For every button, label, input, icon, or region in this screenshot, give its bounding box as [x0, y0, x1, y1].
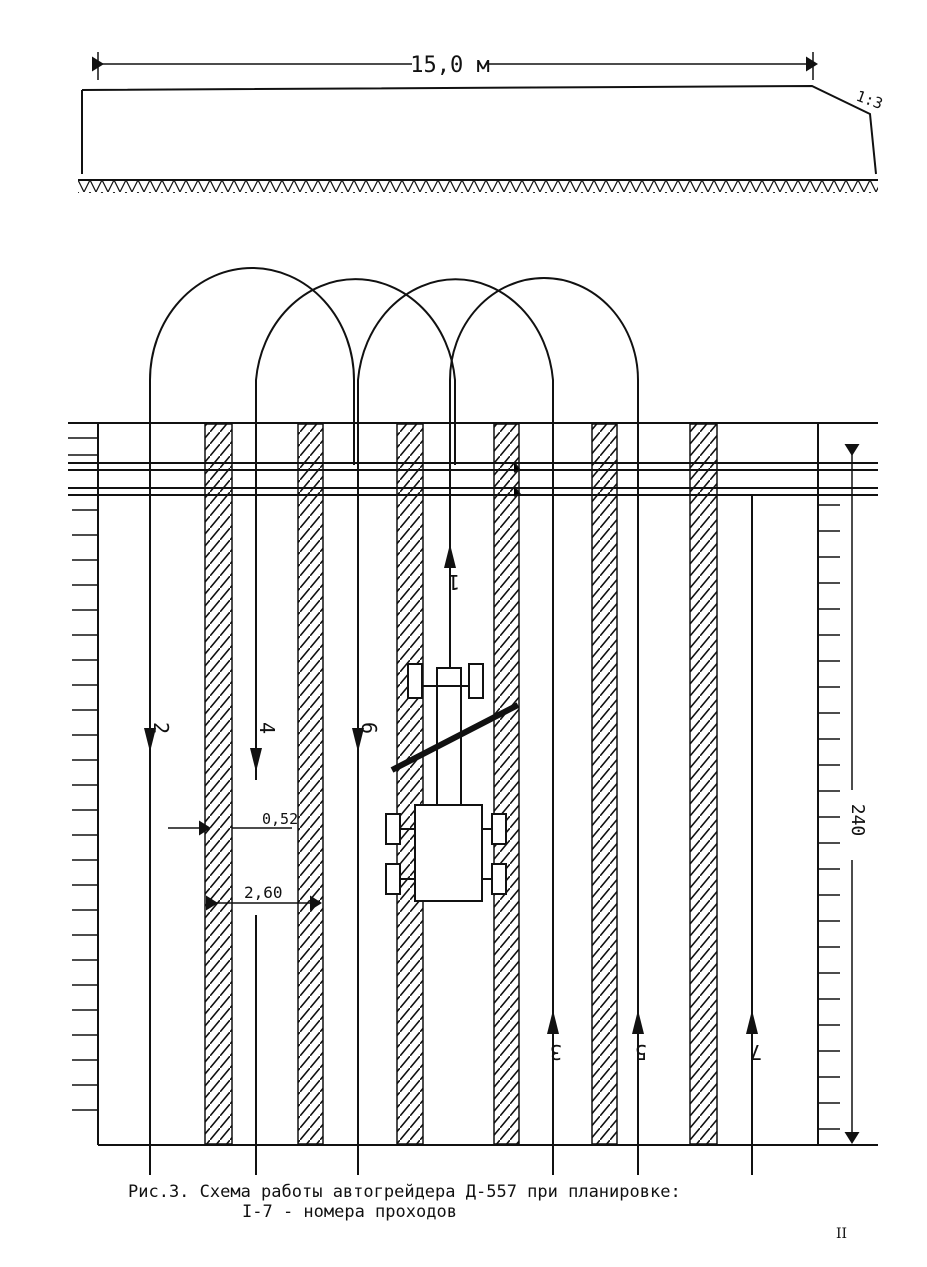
grader-front-wheel-left: [407, 663, 423, 699]
pass-2-arrowhead: [144, 728, 156, 752]
pass-4-arrowhead: [250, 748, 262, 772]
grader-body: [414, 804, 483, 902]
pass-label-2: 2: [149, 722, 173, 734]
pass-6-arrowhead: [352, 728, 364, 752]
pass-5-arrowhead: [632, 1010, 644, 1034]
turn-loop-c: [357, 278, 554, 465]
pass-label-1: 1: [448, 570, 460, 594]
figure-caption: Рис.3. Схема работы автогрейдера Д-557 п…: [128, 1182, 681, 1222]
pass-arrowheads: [144, 544, 758, 1034]
pass-7-arrowhead: [746, 1010, 758, 1034]
pass-label-3: 3: [550, 1040, 562, 1064]
turn-loop-d: [449, 277, 639, 465]
caption-line-2: I-7 - номера проходов: [242, 1202, 457, 1222]
pass-lines: [149, 465, 753, 1175]
grader-rear-wheel-3: [491, 813, 507, 845]
pass-label-7: 7: [750, 1040, 762, 1064]
left-ticks: [68, 437, 98, 1111]
pass-label-6: 6: [357, 722, 381, 734]
grader-blade: [390, 702, 520, 773]
hatched-strip: [297, 423, 324, 1145]
grader-rear-wheel-4: [491, 863, 507, 895]
hatched-strip: [396, 423, 424, 1145]
pass-width-label: 2,60: [244, 883, 283, 902]
turn-loops: [149, 267, 639, 465]
hatched-edge-strip: [818, 424, 848, 1144]
pass-label-5: 5: [635, 1040, 647, 1064]
cross-section-profile: 15,0 м 1:3: [78, 52, 885, 193]
length-label: 240: [847, 804, 868, 837]
ground-hatching: [78, 181, 878, 193]
width-label: 15,0 м: [410, 53, 489, 78]
grader-rear-wheel-1: [385, 813, 401, 845]
embankment-outline: [81, 84, 877, 175]
turn-loop-a: [149, 267, 355, 465]
hatched-strips: [204, 423, 848, 1145]
hatched-strip: [204, 423, 233, 1145]
plan-frame: [68, 422, 878, 1146]
hatched-strip: [689, 423, 718, 1145]
grader-rear-wheel-2: [385, 863, 401, 895]
hatched-strip: [591, 423, 618, 1145]
grader-front-wheel-right: [468, 663, 484, 699]
pass-label-4: 4: [255, 722, 279, 734]
dimension-strip-width: 0,52: [168, 810, 298, 836]
turn-loop-b: [255, 278, 456, 465]
hatched-strip: [493, 423, 520, 1145]
pass-labels: 1 2 3 4 5 6 7: [149, 570, 762, 1064]
dimension-length: 240: [844, 444, 868, 1144]
strip-width-label: 0,52: [262, 810, 298, 828]
motor-grader-icon: [385, 663, 520, 902]
pass-3-arrowhead: [547, 1010, 559, 1034]
page-number: II: [836, 1226, 848, 1242]
right-ticks: [818, 504, 840, 1130]
caption-line-1: Рис.3. Схема работы автогрейдера Д-557 п…: [128, 1182, 681, 1202]
pass-1-arrowhead: [444, 544, 456, 568]
break-marks: [513, 461, 522, 497]
dimension-pass-width: 2,60: [206, 883, 322, 911]
